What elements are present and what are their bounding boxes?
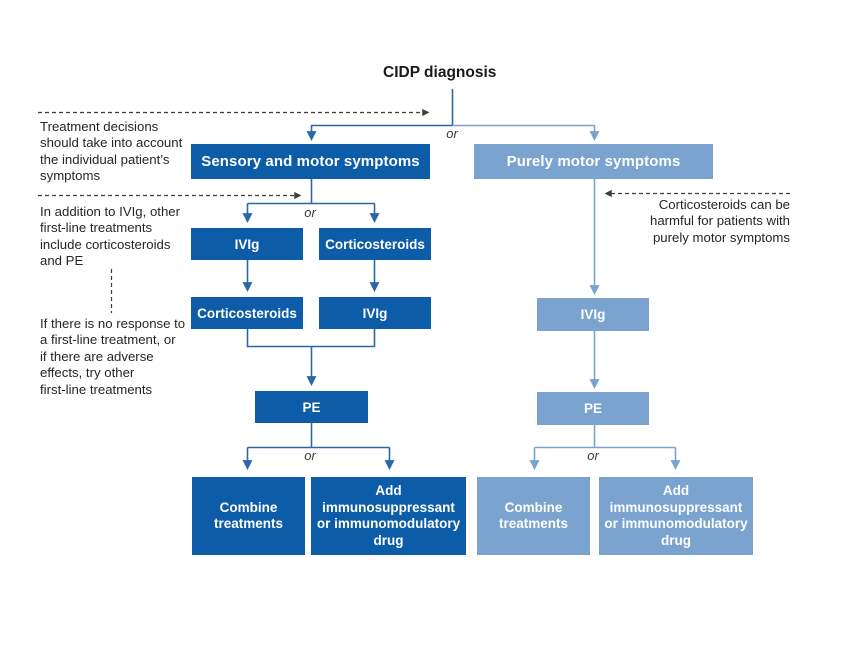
text-line: first-line treatments	[40, 220, 153, 236]
annotation-first-line-options: In addition to IVIg, other first-line tr…	[40, 204, 180, 270]
annotation-dashed-lines	[38, 108, 790, 313]
ivig-light-box: IVIg	[537, 298, 649, 331]
annotation-no-response: If there is no response to a first-line …	[40, 316, 185, 398]
text-line: symptoms	[40, 168, 101, 184]
add-immunosuppressant-light-box: Add immunosuppressant or immunomodulator…	[599, 477, 753, 555]
dark-branch-connectors	[242, 89, 454, 470]
text-line: Add	[375, 483, 402, 498]
text-line: Add	[662, 483, 690, 498]
or-label-left-split: or	[304, 205, 316, 220]
text-line: immunosuppressant	[609, 499, 743, 515]
corticosteroids-first-box: Corticosteroids	[319, 228, 431, 260]
text-line: immunosuppressant	[322, 499, 455, 515]
purely-motor-symptoms-box: Purely motor symptoms	[474, 144, 713, 179]
text-line: and PE	[40, 253, 84, 269]
add-immunosuppressant-dark-box: Add immunosuppressant or immunomodulator…	[311, 477, 466, 555]
page-title: CIDP diagnosis	[383, 64, 497, 81]
annotation-treatment-decisions: Treatment decisions should take into acc…	[40, 119, 182, 185]
text-line: treatments	[213, 516, 284, 531]
pe-light-box: PE	[537, 392, 649, 425]
pe-dark-box: PE	[255, 391, 368, 423]
or-label-left-bottom: or	[304, 448, 316, 463]
combine-treatments-dark-box: Combine treatments	[192, 477, 305, 555]
text-line: or immunomodulatory	[316, 516, 461, 531]
text-line: first-line treatments	[40, 381, 153, 397]
ivig-first-box: IVIg	[191, 228, 303, 260]
text-line: Treatment decisions	[40, 119, 159, 134]
text-line: If there is no response to	[40, 316, 186, 331]
text-line: Combine	[504, 499, 563, 515]
or-label-top: or	[446, 126, 458, 141]
text-line: purely motor symptoms	[652, 229, 790, 245]
corticosteroids-second-box: Corticosteroids	[191, 297, 303, 329]
text-line: effects, try other	[40, 365, 135, 381]
text-line: the individual patient’s	[40, 151, 170, 167]
text-line: Corticosteroids can be	[658, 197, 790, 212]
text-line: or immunomodulatory	[604, 516, 748, 531]
text-line: drug	[660, 532, 691, 548]
text-line: Combine	[219, 499, 278, 515]
ivig-second-box: IVIg	[319, 297, 431, 329]
sensory-motor-symptoms-box: Sensory and motor symptoms	[191, 144, 430, 179]
text-line: drug	[373, 532, 404, 548]
text-line: if there are adverse	[40, 348, 154, 364]
annotation-corticosteroids-warning: Corticosteroids can be harmful for patie…	[620, 197, 790, 246]
text-line: treatments	[498, 516, 569, 531]
combine-treatments-light-box: Combine treatments	[477, 477, 590, 555]
light-branch-connectors	[452, 124, 681, 470]
text-line: harmful for patients with	[650, 213, 790, 229]
text-line: include corticosteroids	[40, 236, 171, 252]
or-label-right-bottom: or	[587, 448, 599, 463]
text-line: In addition to IVIg, other	[40, 204, 181, 219]
text-line: should take into account	[40, 135, 183, 151]
text-line: a first-line treatment, or	[40, 332, 176, 348]
